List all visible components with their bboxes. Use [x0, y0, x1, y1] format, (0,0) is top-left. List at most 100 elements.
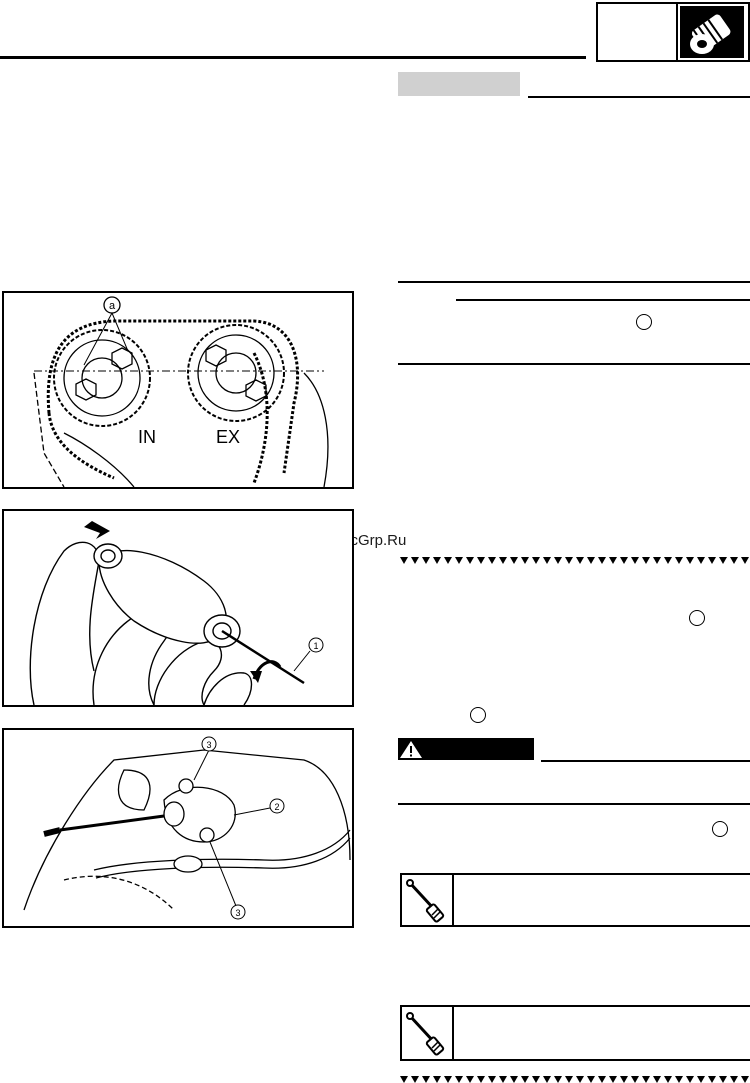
separator-triangle: [719, 557, 727, 564]
separator-triangle: [433, 1076, 441, 1083]
separator-triangle: [675, 1076, 683, 1083]
note-rule-top: [398, 281, 750, 283]
separator-triangle: [466, 1076, 474, 1083]
warning-end-rule: [398, 803, 750, 805]
callout-label-1: 1: [313, 641, 318, 651]
tool-roller-icon: [680, 6, 744, 58]
section-icon-box: [596, 2, 750, 62]
separator-triangle: [587, 1076, 595, 1083]
separator-triangle: [631, 1076, 639, 1083]
separator-triangle: [653, 557, 661, 564]
figure-camshaft-sprockets: a IN EX: [2, 291, 354, 489]
separator-triangle: [510, 557, 518, 564]
separator-triangle: [400, 1076, 408, 1083]
separator-triangle: [609, 1076, 617, 1083]
callout-circle: [636, 314, 652, 330]
watermark-text: McGrp.Ru: [338, 532, 407, 549]
separator-triangle: [686, 1076, 694, 1083]
callout-label-3-bottom: 3: [235, 908, 240, 918]
note-rule-bottom: [398, 363, 750, 365]
separator-triangle: [510, 1076, 518, 1083]
separator-triangle: [730, 557, 738, 564]
figure-tensioner-installed: 3 2 3: [2, 728, 354, 928]
callout-circle: [689, 610, 705, 626]
separator-triangle: [411, 557, 419, 564]
separator-triangle: [521, 1076, 529, 1083]
separator-triangle: [499, 557, 507, 564]
separator-triangle: [741, 557, 749, 564]
separator-triangle: [532, 1076, 540, 1083]
separator-triangle: [488, 1076, 496, 1083]
separator-triangle: [620, 1076, 628, 1083]
separator-triangle: [565, 557, 573, 564]
caution-triangle-row-end: [398, 1075, 750, 1083]
separator-triangle: [708, 1076, 716, 1083]
callout-label-3-top: 3: [206, 740, 211, 750]
separator-triangle: [543, 1076, 551, 1083]
separator-triangle: [598, 1076, 606, 1083]
torque-icon-cell: [402, 1007, 454, 1059]
caution-triangle-row: [398, 556, 750, 566]
separator-triangle: [565, 1076, 573, 1083]
separator-triangle: [653, 1076, 661, 1083]
separator-triangle: [576, 1076, 584, 1083]
separator-triangle: [675, 557, 683, 564]
section-icon-divider: [676, 4, 678, 60]
separator-triangle: [642, 557, 650, 564]
separator-triangle: [642, 1076, 650, 1083]
callout-circle: [712, 821, 728, 837]
torque-spec-box-2: [400, 1005, 750, 1061]
torque-wrench-icon: [406, 1012, 445, 1056]
separator-triangle: [554, 557, 562, 564]
separator-triangle: [422, 557, 430, 564]
separator-triangle: [609, 557, 617, 564]
separator-triangle: [554, 1076, 562, 1083]
separator-triangle: [532, 557, 540, 564]
separator-triangle: [664, 1076, 672, 1083]
separator-triangle: [719, 1076, 727, 1083]
separator-triangle: [433, 557, 441, 564]
separator-triangle: [598, 557, 606, 564]
callout-circle: [470, 707, 486, 723]
separator-triangle: [697, 557, 705, 564]
separator-triangle: [488, 557, 496, 564]
separator-triangle: [444, 557, 452, 564]
separator-triangle: [477, 557, 485, 564]
separator-triangle: [455, 557, 463, 564]
separator-triangle: [730, 1076, 738, 1083]
exhaust-label: EX: [216, 427, 240, 447]
separator-triangle: [422, 1076, 430, 1083]
separator-triangle: [576, 557, 584, 564]
warning-underline: [541, 760, 750, 762]
separator-triangle: [708, 557, 716, 564]
separator-triangle: [741, 1076, 749, 1083]
separator-triangle: [664, 557, 672, 564]
separator-triangle: [697, 1076, 705, 1083]
separator-triangle: [444, 1076, 452, 1083]
separator-triangle: [543, 557, 551, 564]
torque-icon-cell: [402, 875, 454, 925]
section-heading-tab: [398, 72, 520, 96]
note-rule-mid: [456, 299, 750, 301]
separator-triangle: [466, 557, 474, 564]
intake-label: IN: [138, 427, 156, 447]
figure-tensioner-hand: 1: [2, 509, 354, 707]
callout-label-2: 2: [274, 802, 279, 812]
header-rule: [0, 56, 586, 59]
separator-triangle: [400, 557, 408, 564]
separator-triangle: [620, 557, 628, 564]
torque-wrench-icon: [406, 879, 445, 923]
separator-triangle: [477, 1076, 485, 1083]
heading-underline: [528, 96, 750, 98]
separator-triangle: [521, 557, 529, 564]
warning-badge: [398, 738, 534, 760]
separator-triangle: [587, 557, 595, 564]
callout-label-a: a: [109, 300, 116, 312]
torque-spec-box-1: [400, 873, 750, 927]
separator-triangle: [455, 1076, 463, 1083]
warning-triangle-icon: [400, 741, 422, 758]
separator-triangle: [686, 557, 694, 564]
separator-triangle: [499, 1076, 507, 1083]
separator-triangle: [631, 557, 639, 564]
separator-triangle: [411, 1076, 419, 1083]
